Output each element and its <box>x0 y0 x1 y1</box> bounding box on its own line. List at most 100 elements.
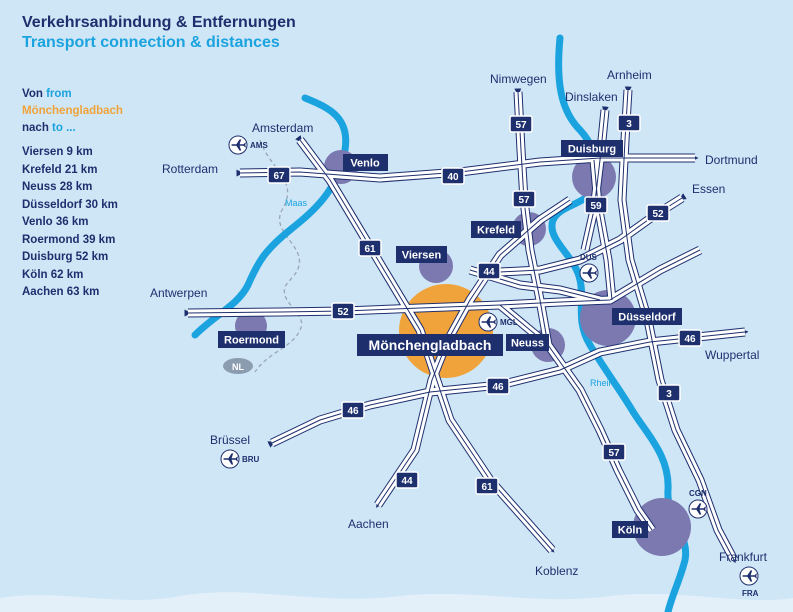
dest-amsterdam: Amsterdam <box>252 121 313 135</box>
svg-text:Roermond: Roermond <box>224 335 279 347</box>
svg-text:61: 61 <box>364 244 376 255</box>
distance-item: Düsseldorf 30 km <box>22 198 118 211</box>
moenchengladbach-area <box>399 284 493 378</box>
svg-text:DUS: DUS <box>580 253 598 262</box>
title-english: Transport connection & distances <box>22 34 280 51</box>
city-label-viersen: Viersen <box>396 246 447 263</box>
shield-a44-north: 44 <box>477 262 501 280</box>
city-label-duesseldorf: Düsseldorf <box>612 308 682 325</box>
distance-legend: Von from Mönchengladbach nach to ... Vie… <box>22 86 123 302</box>
distance-item: Venlo 36 km <box>22 216 89 228</box>
svg-text:Krefeld: Krefeld <box>477 225 515 237</box>
shield-a61-south: 61 <box>475 477 499 495</box>
distance-item: Duisburg 52 km <box>22 251 109 263</box>
svg-text:MGL: MGL <box>500 318 518 327</box>
shield-a57-south: 57 <box>602 443 626 461</box>
svg-text:Viersen: Viersen <box>402 250 442 262</box>
nl-label: NL <box>232 362 244 372</box>
shield-a40: 40 <box>441 167 465 185</box>
nl-country-marker <box>223 358 253 374</box>
svg-text:61: 61 <box>481 482 493 493</box>
title-german: Verkehrsanbindung & Entfernungen <box>22 14 296 31</box>
motorway-shields: 67 40 57 3 57 59 <box>267 114 702 495</box>
svg-text:3: 3 <box>626 119 632 130</box>
distance-item: Krefeld 21 km <box>22 163 98 176</box>
legend-from-line: Von from <box>22 86 123 103</box>
dest-aachen: Aachen <box>348 517 389 531</box>
shield-a57-north: 57 <box>509 115 533 133</box>
dest-dinslaken: Dinslaken <box>565 90 618 104</box>
shield-a52-east: 52 <box>646 204 670 222</box>
svg-text:57: 57 <box>608 448 620 459</box>
shield-a61-north: 61 <box>358 239 382 257</box>
svg-text:BRU: BRU <box>242 455 260 464</box>
svg-text:3: 3 <box>666 389 672 400</box>
road-a61-centerline <box>299 139 553 551</box>
distance-item: Köln 62 km <box>22 268 84 281</box>
svg-text:FRA: FRA <box>742 589 759 598</box>
legend-von: Von <box>22 88 43 100</box>
dest-dortmund: Dortmund <box>705 153 758 167</box>
distance-list: Viersen 9 km Krefeld 21 km Neuss 28 km D… <box>22 144 123 302</box>
svg-text:46: 46 <box>492 382 504 393</box>
maas-river <box>191 94 350 339</box>
shield-a3-north: 3 <box>617 114 641 132</box>
dest-bruessel: Brüssel <box>210 433 250 447</box>
svg-text:CGN: CGN <box>689 489 707 498</box>
distance-item: Neuss 28 km <box>22 181 93 193</box>
svg-text:Venlo: Venlo <box>350 158 380 170</box>
svg-text:Neuss: Neuss <box>511 338 544 350</box>
shield-a3-south: 3 <box>657 384 681 402</box>
svg-text:Mönchengladbach: Mönchengladbach <box>369 337 492 353</box>
legend-to-line: nach to ... <box>22 120 123 137</box>
svg-text:57: 57 <box>518 195 530 206</box>
road-a3-centerline <box>621 89 735 561</box>
distance-item: Aachen 63 km <box>22 286 100 298</box>
svg-text:52: 52 <box>652 209 664 220</box>
svg-text:40: 40 <box>447 172 459 183</box>
city-label-roermond: Roermond <box>218 331 285 348</box>
road-a59-centerline <box>593 159 613 301</box>
dest-wuppertal: Wuppertal <box>705 348 759 362</box>
airport-bru: BRU <box>220 449 260 469</box>
legend-from: from <box>46 88 72 100</box>
dest-koblenz: Koblenz <box>535 564 578 578</box>
svg-text:44: 44 <box>483 267 495 278</box>
dest-frankfurt: Frankfurt <box>719 550 768 564</box>
city-label-neuss: Neuss <box>506 334 549 351</box>
road-a57-north-centerline <box>517 91 549 346</box>
shield-a52-west: 52 <box>331 302 355 320</box>
motorway-network <box>184 86 749 564</box>
decorative-wave <box>0 592 793 612</box>
shield-a46-mid: 46 <box>486 377 510 395</box>
distance-item: Viersen 9 km <box>22 146 93 158</box>
svg-text:67: 67 <box>273 171 285 182</box>
svg-text:Düsseldorf: Düsseldorf <box>618 312 676 324</box>
dest-nimwegen: Nimwegen <box>490 72 547 86</box>
shield-a46-west: 46 <box>341 401 365 419</box>
dest-essen: Essen <box>692 182 725 196</box>
svg-text:52: 52 <box>337 307 349 318</box>
legend-to: to ... <box>52 122 76 134</box>
airport-fra: FRA <box>739 566 759 598</box>
dest-arnheim: Arnheim <box>607 68 652 82</box>
airport-mgl: MGL <box>478 312 518 332</box>
shield-a46-east: 46 <box>678 329 702 347</box>
city-label-moenchengladbach: Mönchengladbach <box>357 334 503 356</box>
svg-text:46: 46 <box>347 406 359 417</box>
city-label-duisburg: Duisburg <box>561 140 623 157</box>
svg-text:Köln: Köln <box>618 525 643 537</box>
shield-a59: 59 <box>584 196 608 214</box>
maas-label: Maas <box>285 198 308 208</box>
svg-text:Duisburg: Duisburg <box>568 144 616 156</box>
dest-antwerpen: Antwerpen <box>150 286 207 300</box>
dest-rotterdam: Rotterdam <box>162 162 218 176</box>
shield-a67: 67 <box>267 166 291 184</box>
shield-a57-mid: 57 <box>512 190 536 208</box>
svg-text:44: 44 <box>401 476 413 487</box>
road-a44-north-centerline <box>377 199 571 506</box>
airport-ams: AMS <box>228 135 268 155</box>
svg-text:AMS: AMS <box>250 141 268 150</box>
